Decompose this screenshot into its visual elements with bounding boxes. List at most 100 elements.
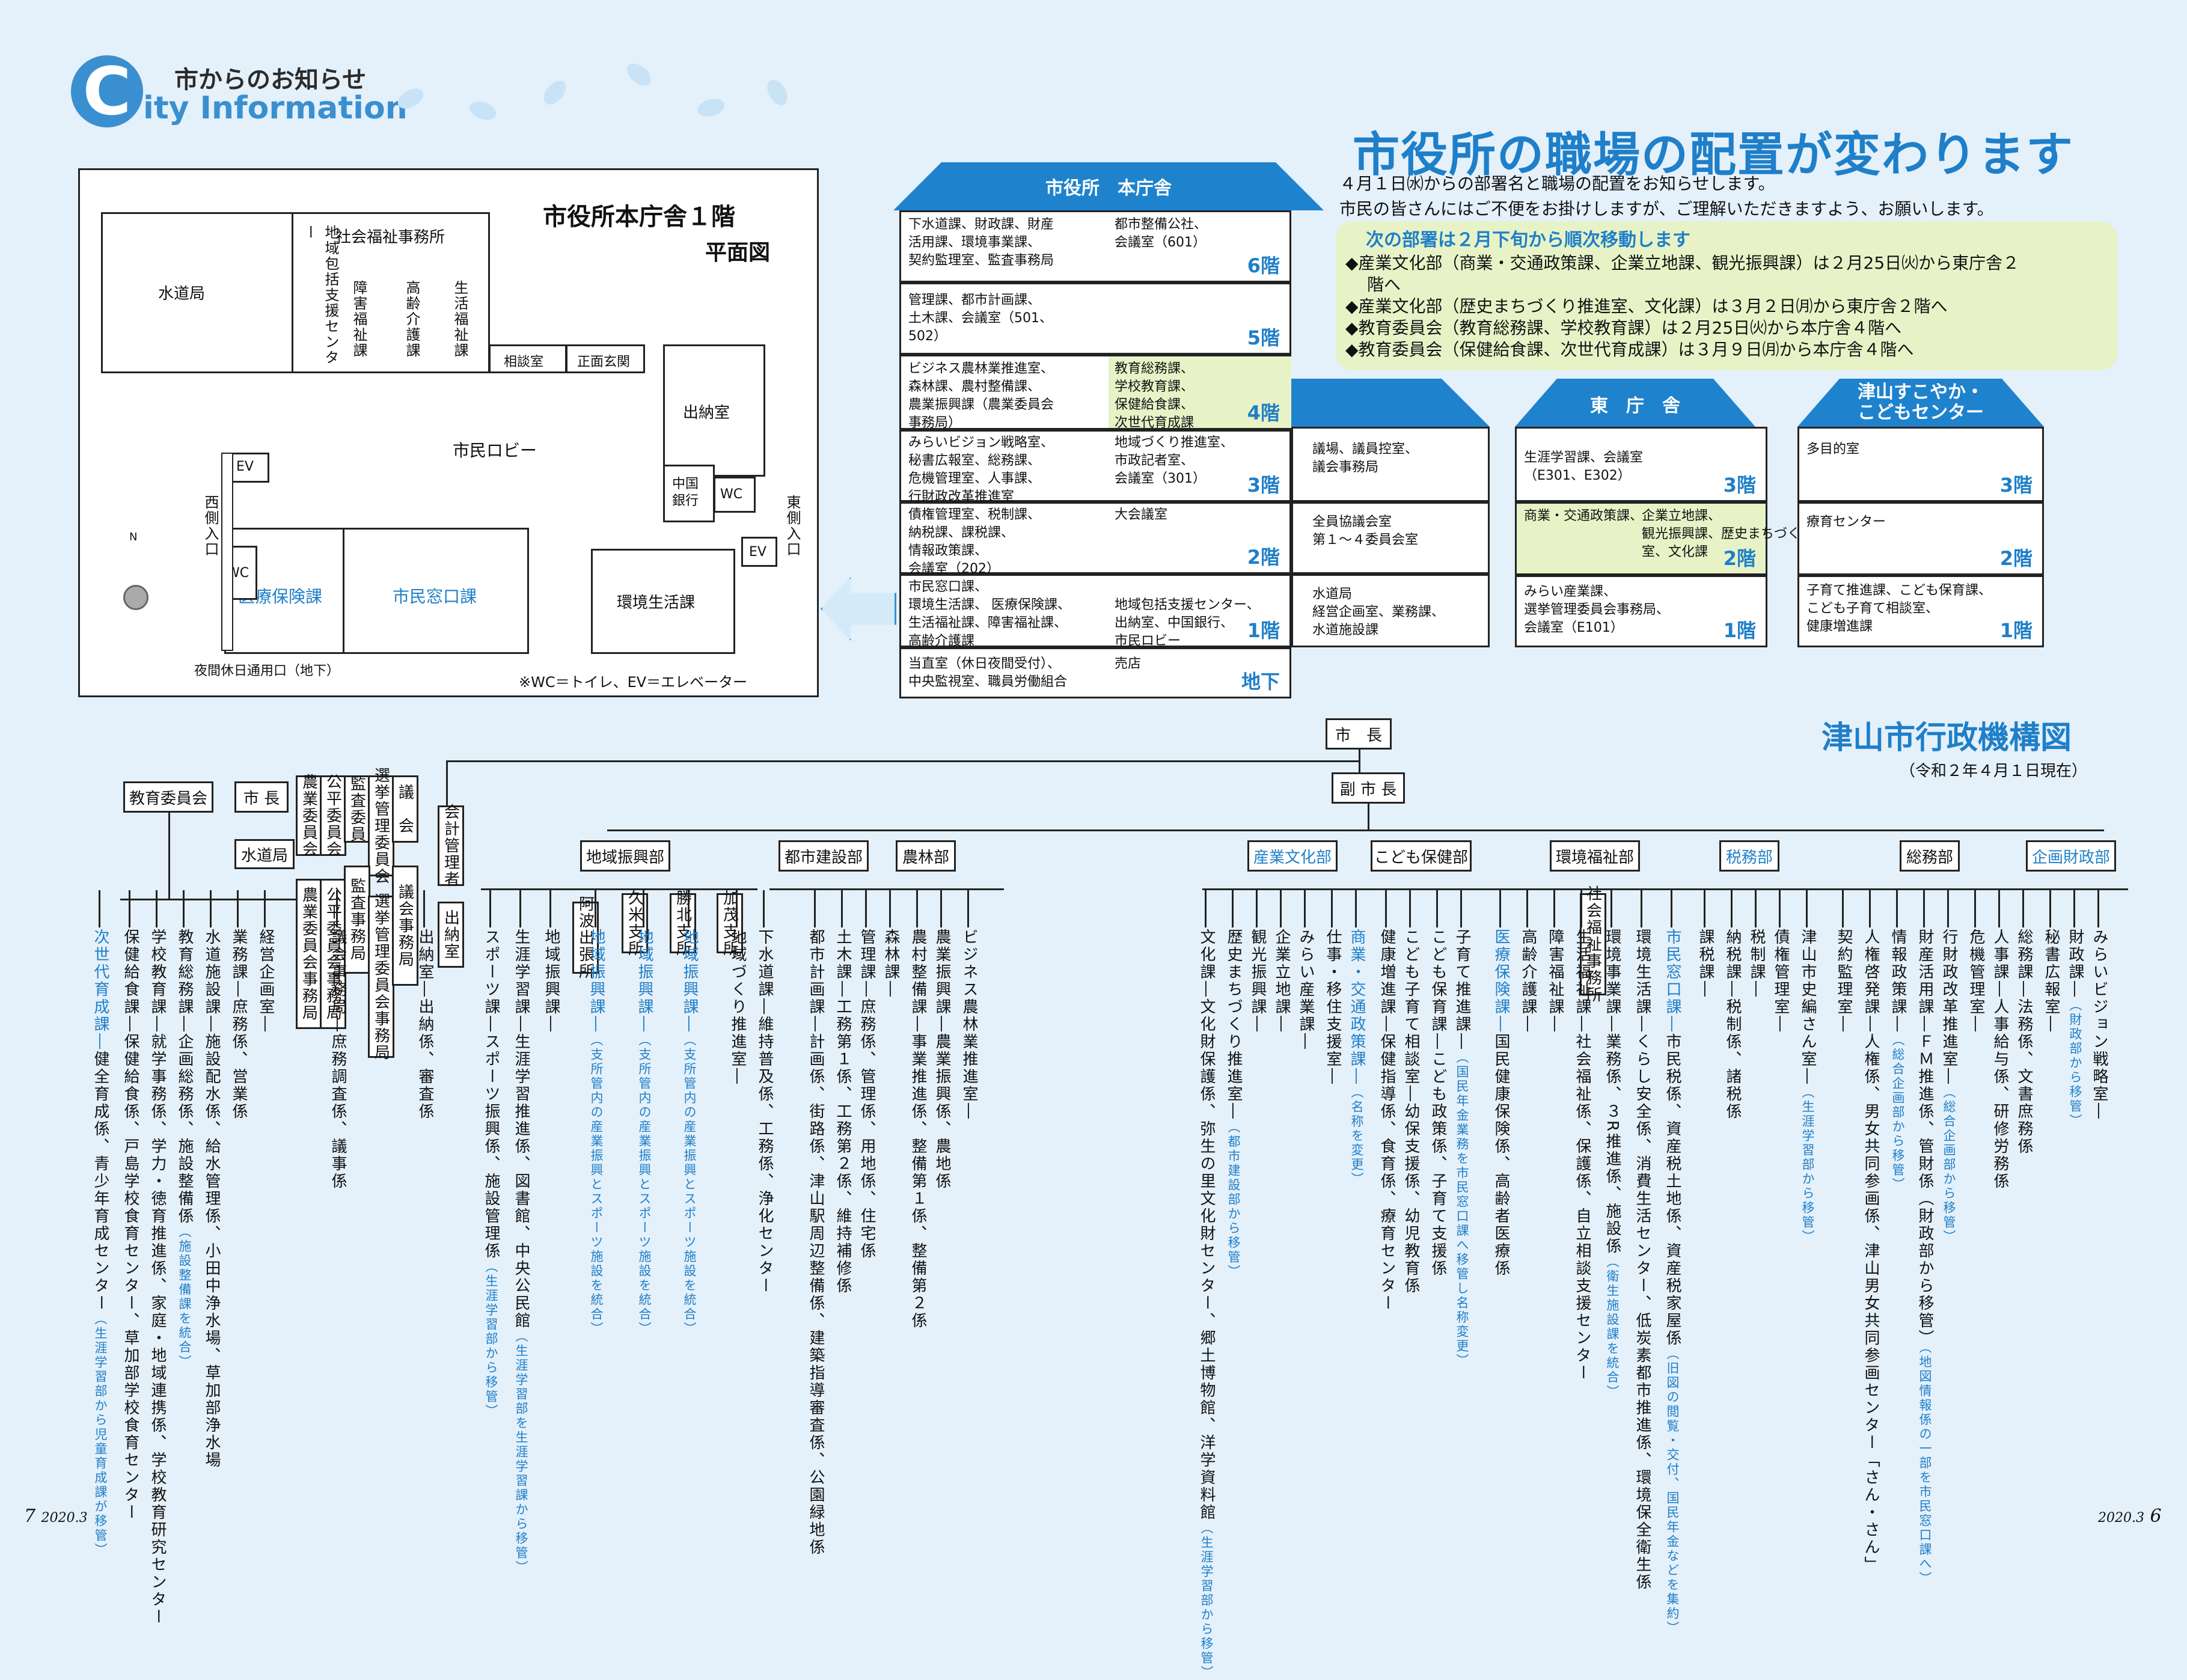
notice-item: ◆産業文化部（歴史まちづくり推進室、文化課）は３月２日㈪から東庁舎２階へ — [1345, 296, 1948, 316]
org-column: 津山市史編さん室―（生涯学習部から移管） — [1799, 929, 1817, 1244]
org-column: 企業立地課― — [1273, 929, 1291, 1033]
org-column: 財産活用課―ＦＭ推進係、管財係（財政部から移管）（地図情報係の一部を市民窓口課へ… — [1916, 929, 1934, 1586]
org-column: 農村整備課―事業推進係、整備第１係、整備第２係 — [909, 929, 927, 1330]
room-suito: 出納室 — [663, 344, 765, 477]
org-column: 地域振興課―（支所管内の産業振興とスポーツ施設を統合） — [587, 929, 605, 1336]
petal-decoration — [696, 96, 727, 120]
org-office: 社会福祉事務所 — [1580, 885, 1606, 1003]
org-column: 生活福祉課―社会福祉係、保護係、自立相談支援センター — [1573, 929, 1591, 1382]
org-branch: 勝北支所 — [670, 890, 696, 957]
west-entrance: 西側入口 — [202, 495, 219, 557]
kodomo-floor-2: 療育センター 2階 — [1797, 502, 2044, 575]
org-column: 下水道課―維持普及係、工務係、浄化センター — [756, 929, 774, 1295]
notice-item: 階へ — [1367, 275, 1401, 295]
org-column: 人権啓発課―人権係、男女共同参画係、津山男女共同参画センター「さん・さん」 — [1862, 929, 1880, 1574]
org-column: 人事課―人事給与係、研修労務係 — [1991, 929, 2009, 1190]
org-column: 地域振興課― — [542, 929, 560, 1033]
room-ev: EV — [741, 537, 777, 567]
org-title: 津山市行政機構図 — [1821, 720, 2072, 756]
org-dept: 農林部 — [896, 840, 956, 872]
notice-item: ◆教育委員会（保健給食課、次世代育成課）は３月９日㈪から本庁舎４階へ — [1345, 340, 1914, 359]
org-column: 出納室―出納係、審査係 — [416, 929, 434, 1120]
org-column: 情報政策課―（総合企画部から移管） — [1889, 929, 1907, 1192]
org-dept: 総務部 — [1900, 840, 1960, 872]
org-column: こども保育課―こども政策係、子育て支援係 — [1429, 929, 1447, 1277]
org-column: 生涯学習課―生涯学習推進係、図書館、中央公民館（生涯学習部を生涯学習課から移管） — [512, 929, 530, 1575]
floor-6: 下水道課、財政課、財産 活用課、環境事業課、 契約監理室、監査事務局 都市整備公… — [899, 210, 1291, 283]
gikai-floor-1: 水道局 経営企画室、業務課、 水道施設課 — [1291, 574, 1490, 647]
org-column: 環境事業課―業務係、３R推進係、施設係（衛生施設課を統合） — [1603, 929, 1621, 1400]
floorplan-legend: ※WC＝トイレ、EV＝エレベーター — [519, 674, 748, 691]
org-top-box: 市 長 — [234, 781, 289, 813]
room-welfare: 社会福祉事務所 地域包括支援センター 障害福祉課 高齢介護課 生活福祉課 — [292, 212, 490, 373]
org-top-box: 議 会 — [392, 775, 418, 843]
compass-icon — [123, 585, 148, 610]
org-column: 水道施設課―施設配水係、給水管理係、小田中浄水場、草加部浄水場 — [203, 929, 221, 1469]
honcho-title: 市役所 本庁舎 — [1045, 178, 1172, 199]
org-column: 教育総務課―企画総務係、施設整備係（施設整備課を統合） — [176, 929, 194, 1369]
org-column: ビジネス農林業推進室― — [960, 929, 978, 1120]
higashi-floor-1: みらい産業課、 選挙管理委員会事務局、 会議室（E101） 1階 — [1515, 575, 1767, 647]
page-title: 市役所の職場の配置が変わります — [1353, 128, 2075, 182]
org-top-box: 会計管理者 — [438, 804, 464, 888]
gikai-floor-3: 議場、議員控室、 議会事務局 — [1291, 427, 1490, 502]
org-dept: 地域振興部 — [580, 840, 670, 872]
org-mid-box: 公平委員会事務局 — [320, 879, 346, 1029]
org-column: 歴史まちづくり推進室―（都市建設部から移管） — [1225, 929, 1243, 1279]
org-column: スポーツ課―スポーツ振興係、施設管理係（生涯学習部から移管） — [482, 929, 500, 1419]
org-top-box: 監査委員 — [344, 775, 370, 843]
org-column: 課税課― — [1696, 929, 1714, 998]
kodomo-title: 津山すこやか・ こどもセンター — [1858, 382, 1984, 423]
night-entrance: 夜間休日通用口（地下） — [194, 664, 340, 679]
room-wc: WC — [714, 477, 756, 513]
petal-decoration — [466, 97, 499, 124]
kodomo-roof — [1797, 379, 2044, 427]
north-label: N — [129, 531, 138, 543]
org-top-box: 農業委員会 — [296, 774, 322, 858]
org-branch: 阿波出張所 — [572, 896, 599, 980]
org-top-box: 教育委員会 — [123, 781, 213, 813]
org-column: 財政課―（財政部から移管） — [2066, 929, 2084, 1128]
org-dept: 産業文化部 — [1247, 840, 1338, 872]
move-notice: 次の部署は２月下旬から順次移動します ◆産業文化部（商業・交通政策課、企業立地課… — [1336, 221, 2117, 370]
org-dept: 環境福祉部 — [1550, 840, 1640, 872]
org-vice-mayor: 副 市 長 — [1332, 772, 1405, 804]
higashi-floor-2: 商業・交通政策課、 企業立地課、 観光振興課、歴史まちづくり推進 室、文化課 2… — [1515, 502, 1840, 575]
higashi-title: 東 庁 舎 — [1590, 396, 1680, 417]
floor-4: ビジネス農林業推進室、 森林課、農村整備課、 農業振興課（農業委員会 事務局） … — [899, 355, 1291, 430]
logo-subtitle: 市からのお知らせ — [174, 66, 367, 94]
floorplan-title: 市役所本庁舎１階 — [543, 203, 735, 231]
floorplan-subtitle: 平面図 — [705, 240, 771, 265]
floor-3: みらいビジョン戦略室、 秘書広報室、総務課、 危機管理室、人事課、 行財政改革推… — [899, 430, 1291, 504]
org-column: こども子育て相談室―幼保支援係、幼児教育係 — [1402, 929, 1420, 1295]
room-bank: 中国銀行 — [663, 465, 715, 522]
org-top-box: 選挙管理委員会 — [368, 767, 394, 885]
org-column: 森林課― — [882, 929, 900, 998]
org-mid-box: 監査事務局 — [344, 866, 370, 974]
org-column: みらいビジョン戦略室― — [2090, 929, 2108, 1120]
org-column: 健康増進課―保健指導係、食育係、療育センター — [1378, 929, 1396, 1312]
org-column: 行財政改革推進室―（総合企画部から移管） — [1940, 929, 1958, 1244]
org-column: 観光振興課― — [1249, 929, 1267, 1033]
petal-decoration — [539, 76, 570, 109]
org-column: 文化課―文化財保護係、弥生の里文化財センター、郷土博物館、洋学資料館（生涯学習部… — [1197, 929, 1216, 1680]
honcho-roof — [893, 162, 1324, 210]
org-column: 障害福祉課― — [1546, 929, 1564, 1033]
higashi-roof — [1515, 379, 1755, 427]
logo-letter: C — [71, 55, 143, 127]
kodomo-floor-3: 多目的室 3階 — [1797, 427, 2044, 502]
org-top-box: 公平委員会 — [320, 774, 346, 858]
org-column: 高齢介護課― — [1519, 929, 1537, 1033]
page-number-left: 7 2020.3 — [24, 1506, 88, 1527]
org-column: 業務課―庶務係、営業係 — [230, 929, 248, 1120]
org-column: 総務課―法務係、文書庶務係 — [2015, 929, 2033, 1155]
org-column: 債権管理室― — [1772, 929, 1790, 1033]
org-mayor: 市 長 — [1326, 718, 1392, 750]
org-column: 農業振興課―農業振興係、農地係 — [933, 929, 951, 1190]
org-dept: 都市建設部 — [778, 840, 869, 872]
org-column: 地域振興課―（支所管内の産業振興とスポーツ施設を統合） — [681, 929, 699, 1336]
intro-text: ４月１日㈬からの部署名と職場の配置をお知らせします。市民の皆さんにはご不便をお掛… — [1339, 174, 1994, 219]
org-column: 経営企画室― — [257, 929, 275, 1033]
floor-2: 債権管理室、税制課、 納税課、課税課、 情報政策課、 会議室（202） 大会議室… — [899, 502, 1291, 576]
org-mid-box: 出納室 — [438, 902, 464, 968]
